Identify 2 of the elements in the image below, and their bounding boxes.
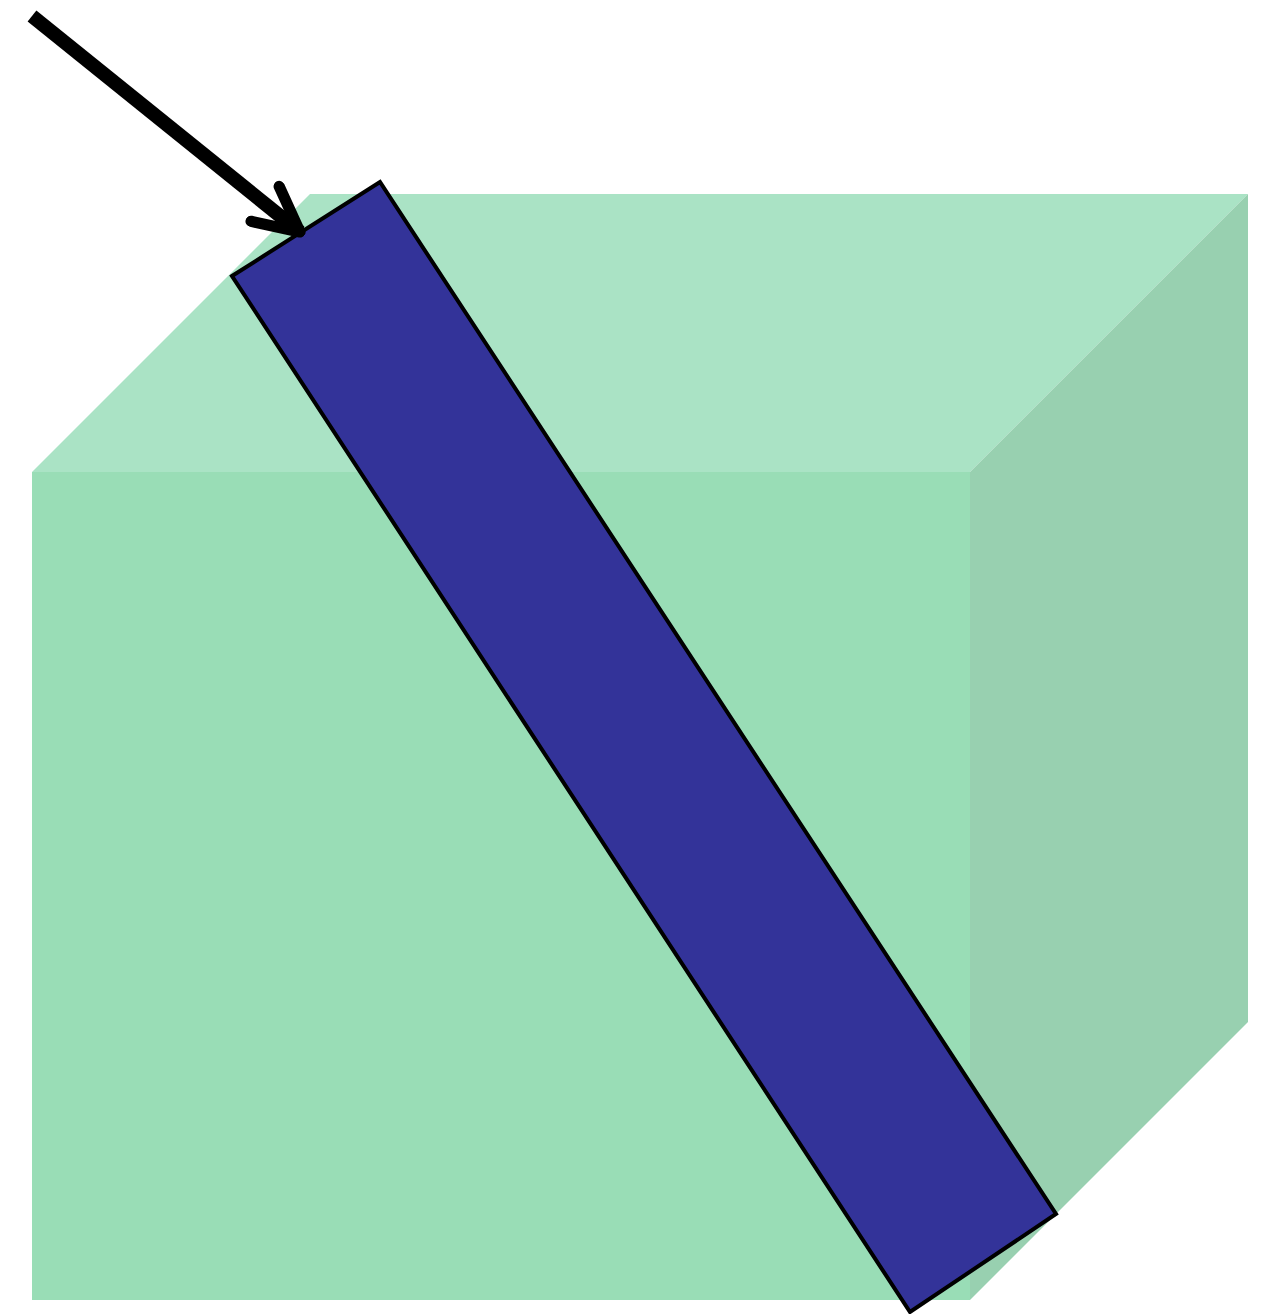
arrow	[27, 10, 306, 238]
bar	[229, 179, 1059, 1314]
